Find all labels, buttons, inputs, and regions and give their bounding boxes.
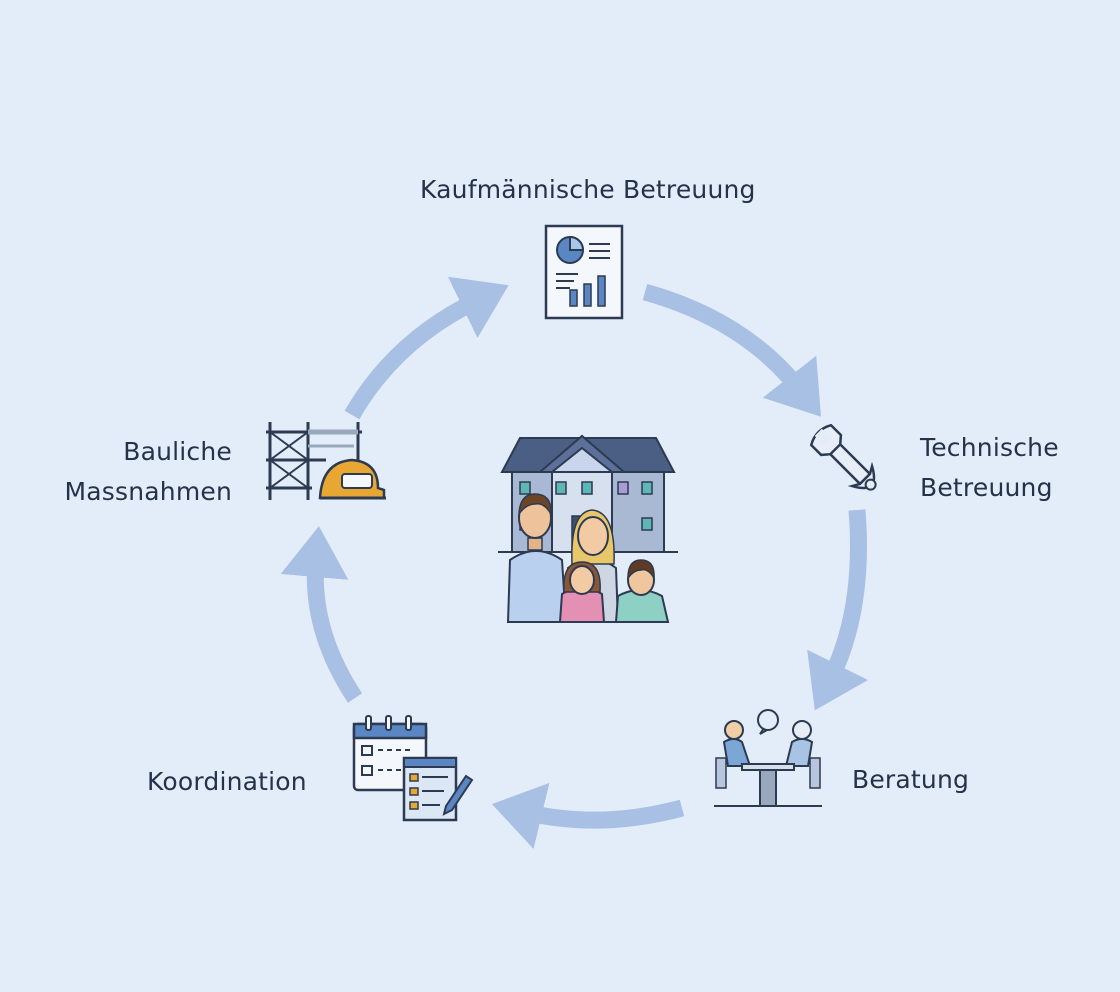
scaffolding-helmet-icon [266,422,386,500]
arrow-technisch-to-beratung [807,509,869,711]
node-label-baulich: Bauliche Massnahmen [64,432,232,512]
arrow-beratung-to-koordination [491,782,685,850]
arrow-kaufmaennisch-to-technisch [642,283,822,417]
consultation-meeting-icon [714,709,822,807]
family-house-icon [498,434,678,623]
node-label-beratung: Beratung [852,760,969,800]
label-line: Betreuung [920,473,1053,502]
wrench-icon [809,423,877,491]
label-line: Massnahmen [64,477,232,506]
label-line: Kaufmännische Betreuung [420,175,756,204]
arrow-koordination-to-baulich [280,526,363,703]
financial-report-icon [544,224,624,320]
calendar-checklist-icon [352,715,474,822]
node-label-koordination: Koordination [147,762,307,802]
label-line: Technische [920,433,1059,462]
label-line: Koordination [147,767,307,796]
label-line: Beratung [852,765,970,794]
node-label-kaufmaennisch: Kaufmännische Betreuung [420,170,756,210]
arrow-baulich-to-kaufmaennisch [344,276,509,420]
node-label-technisch: Technische Betreuung [920,428,1059,508]
label-line: Bauliche [123,437,232,466]
